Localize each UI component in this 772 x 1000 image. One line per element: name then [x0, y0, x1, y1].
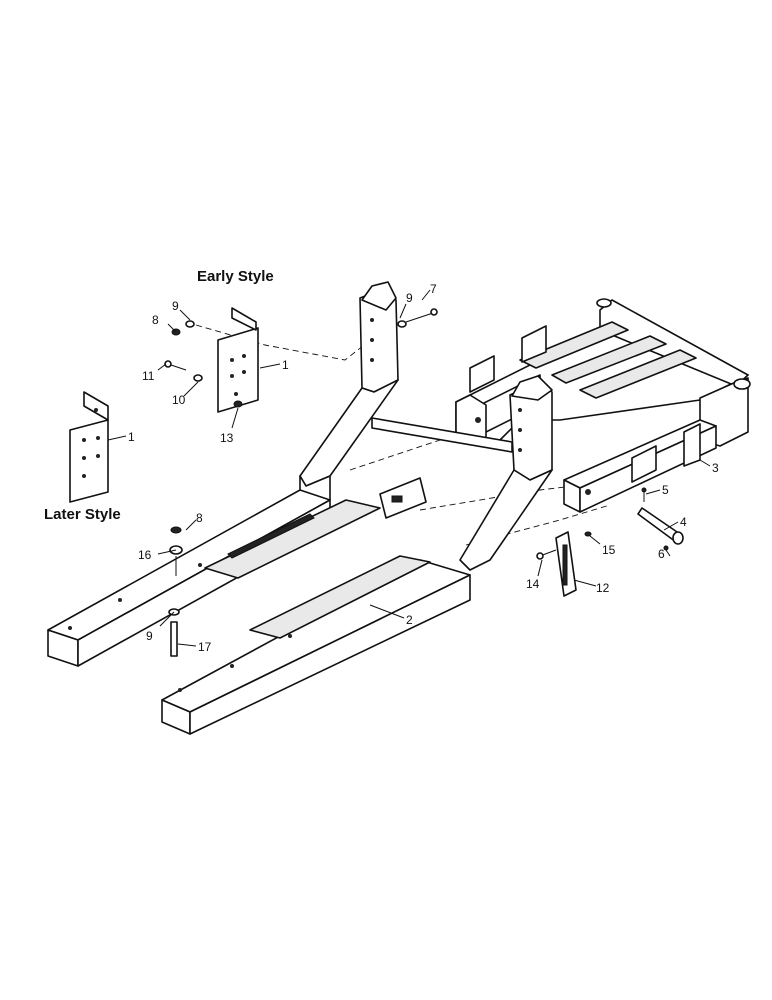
callout-12: 12	[596, 581, 610, 595]
early-style-bracket	[217, 307, 259, 413]
callout-16: 16	[138, 548, 152, 562]
callout-11: 11	[142, 369, 155, 383]
later-style-title: Later Style	[44, 506, 121, 523]
callout-13: 13	[220, 431, 234, 445]
later-style-bracket	[69, 391, 109, 503]
callout-9-upright: 9	[406, 291, 413, 305]
callout-10: 10	[172, 393, 186, 407]
callout-15: 15	[602, 543, 616, 557]
callout-1-later: 1	[128, 430, 135, 444]
callout-3: 3	[712, 461, 719, 475]
early-style-title: Early Style	[197, 268, 274, 285]
callout-8-early: 8	[152, 313, 159, 327]
callout-2: 2	[406, 613, 413, 627]
leader-lines	[107, 289, 711, 647]
callouts: 1 1 2 3 4 5 6 7 8 8 9 9 9 10 11 12 13 14…	[128, 282, 719, 654]
callout-9-later: 9	[146, 629, 153, 643]
callout-5: 5	[662, 483, 669, 497]
callout-17: 17	[198, 640, 212, 654]
main-a-frame	[47, 281, 553, 735]
callout-7: 7	[430, 282, 437, 296]
callout-6: 6	[658, 547, 665, 561]
callout-8-later: 8	[196, 511, 203, 525]
rear-crossbar-frame	[455, 298, 751, 513]
callout-9-early: 9	[172, 299, 179, 313]
callout-4: 4	[680, 515, 687, 529]
callout-14: 14	[526, 577, 540, 591]
callout-1-early: 1	[282, 358, 289, 372]
